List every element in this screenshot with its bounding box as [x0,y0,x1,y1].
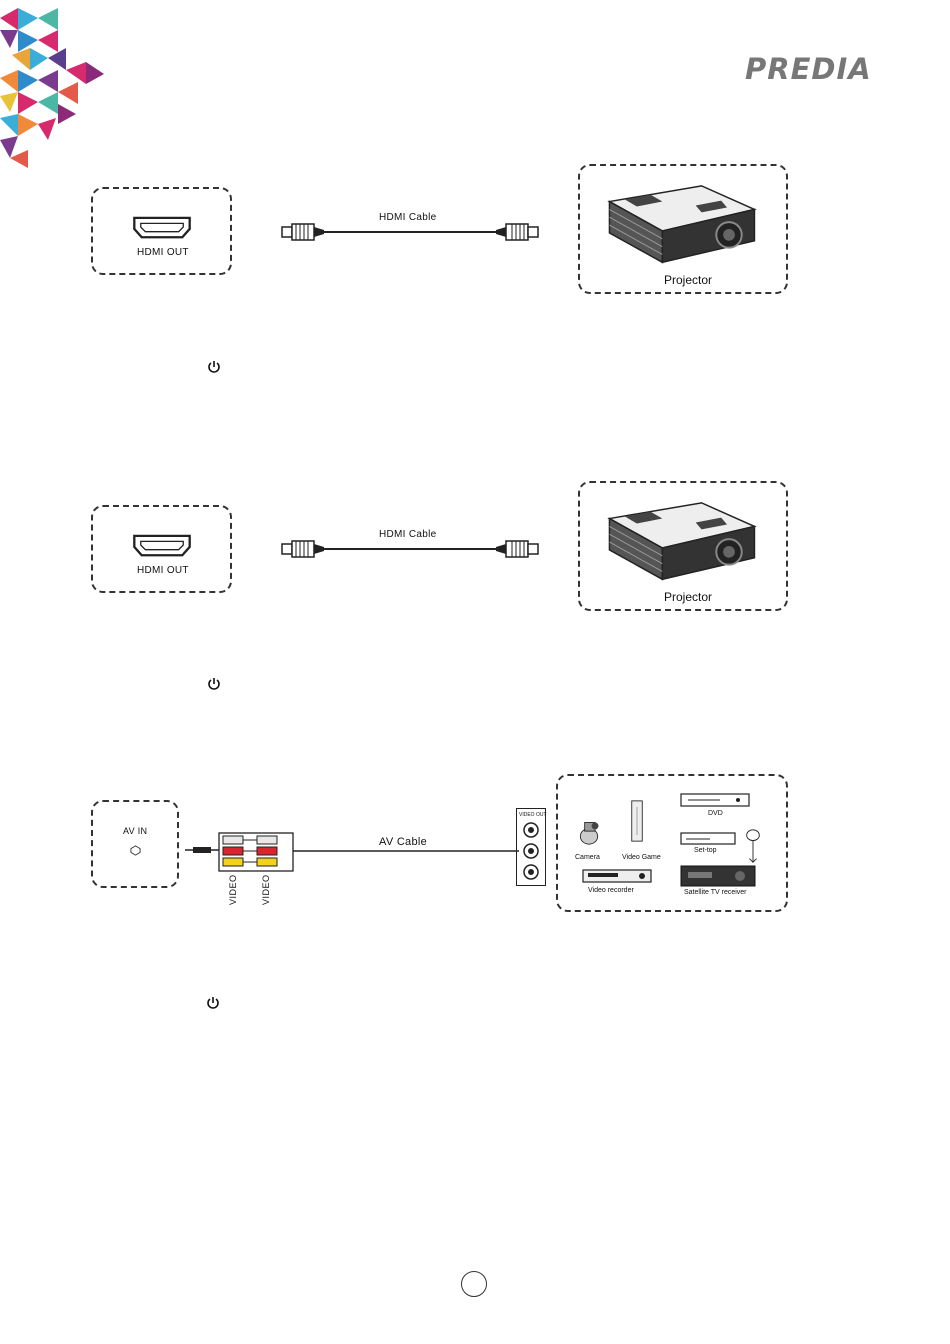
hdmi-out-box-2: HDMI OUT [91,505,232,593]
power-icon [207,360,221,374]
av-devices-box: DVD Camera Video Game Set-top Video reco… [556,774,788,912]
av-cable [183,828,523,878]
projector-icon [600,180,760,278]
video-recorder-label: Video recorder [588,887,634,894]
hdmi-port-icon [131,216,193,240]
hdmi-cable [280,220,540,244]
power-icon [207,677,221,691]
dvd-player-icon [680,792,750,808]
video-out-panel: VIDEO OUT [516,808,546,886]
hdmi-out-label: HDMI OUT [137,247,189,258]
hdmi-cable-2 [280,537,540,561]
dvd-label: DVD [708,810,723,817]
power-icon [206,996,220,1010]
rca-jacks-icon [521,820,541,882]
projector-label: Projector [664,273,712,287]
page-number-circle [461,1271,487,1297]
set-top-label: Set-top [694,847,717,854]
video-plug-label-2: VIDEO [261,874,271,905]
brand-logo: PREDIA [745,52,872,86]
av-in-box: AV IN [91,800,179,888]
camera-icon [576,816,602,848]
projector-box-2: Projector [578,481,788,611]
satellite-receiver-icon [680,864,756,888]
hdmi-cable-label: HDMI Cable [379,212,436,223]
projector-icon [600,497,760,595]
projector-box: Projector [578,164,788,294]
av-jack-icon [130,845,141,856]
hdmi-out-label: HDMI OUT [137,565,189,576]
video-game-label: Video Game [622,854,661,861]
video-recorder-icon [582,868,652,884]
hdmi-cable-label: HDMI Cable [379,529,436,540]
logo-mosaic [0,0,110,170]
camera-label: Camera [575,854,600,861]
hdmi-out-box: HDMI OUT [91,187,232,275]
satellite-receiver-label: Satellite TV receiver [684,889,747,896]
av-in-label: AV IN [123,826,147,836]
av-cable-label: AV Cable [379,836,427,848]
video-plug-label-1: VIDEO [228,874,238,905]
satellite-dish-icon [744,826,762,866]
video-out-label: VIDEO OUT [519,812,547,818]
projector-label: Projector [664,590,712,604]
hdmi-port-icon [131,534,193,558]
video-game-icon [630,798,644,844]
set-top-icon [680,830,736,846]
